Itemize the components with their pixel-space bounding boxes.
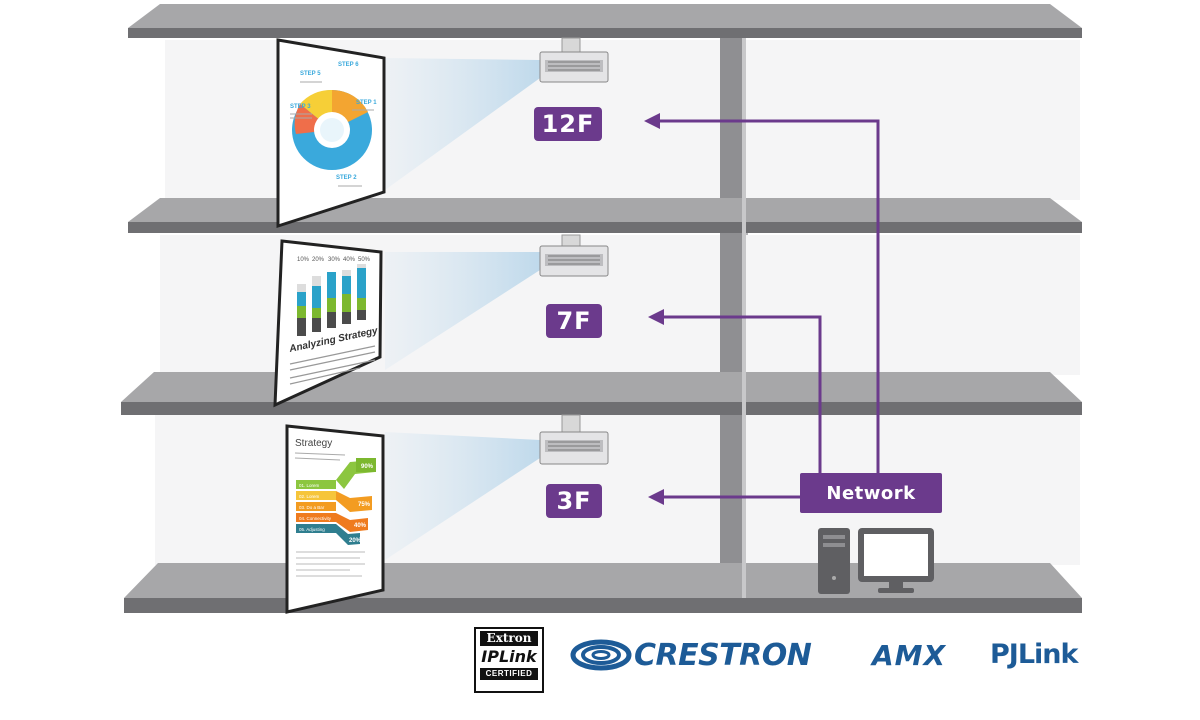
screen-3f: Strategy 90% 75% 40% 20% 01. Lorem 02. L… <box>285 424 385 614</box>
mini-bar-segment <box>342 294 351 312</box>
screen-12f: STEP 5 STEP 6 STEP 1 STEP 3 STEP 2 <box>276 38 386 229</box>
percent-label: 20% <box>312 257 325 263</box>
percent-label: 40% <box>354 523 367 529</box>
percent-label: 75% <box>358 502 371 508</box>
row-label: 03. Do a Bar <box>299 505 325 510</box>
mini-bar-segment <box>357 264 366 268</box>
projector-7f <box>539 234 609 277</box>
percent-label: 90% <box>361 464 374 470</box>
percent-label: 40% <box>343 257 356 263</box>
extron-iplink-logo: Extron IPLink CERTIFIED <box>474 627 544 693</box>
floor-label-3f: 3F <box>546 484 602 518</box>
crestron-logo: CRESTRON <box>634 638 812 673</box>
wall-segment <box>720 233 742 372</box>
mini-bar-segment <box>312 308 321 318</box>
mini-bar-segment <box>357 298 366 310</box>
row-label: 04. Connectivity <box>299 516 332 521</box>
wall-segment <box>720 38 742 198</box>
mini-bar-segment <box>342 312 351 324</box>
mini-bar-segment <box>312 276 321 286</box>
amx-logo: AMX <box>872 639 947 672</box>
connection-line-12f <box>656 119 880 473</box>
mini-bar-segment <box>312 286 321 308</box>
mini-bar-segment <box>312 318 321 332</box>
mini-bar-segment <box>297 292 306 306</box>
pjlink-logo: PJLink <box>990 639 1078 670</box>
monitor-icon <box>858 528 934 593</box>
percent-label: 30% <box>328 257 341 263</box>
step-label: STEP 3 <box>290 104 311 110</box>
certified-text: CERTIFIED <box>480 668 538 680</box>
mini-bar-segment <box>357 268 366 298</box>
computer-tower-icon <box>818 528 850 594</box>
network-node: Network <box>800 473 942 513</box>
projector-beam <box>385 252 540 370</box>
screen-title: Strategy <box>295 438 332 449</box>
iplink-text: IPLink <box>481 647 537 666</box>
slab-3f <box>124 563 1082 613</box>
arrowheads <box>644 113 664 505</box>
slab-7f <box>121 372 1082 415</box>
wall-segment <box>720 415 742 563</box>
mini-bar-segment <box>297 284 306 292</box>
projector-12f <box>539 37 609 83</box>
mini-bar-segment <box>327 298 336 312</box>
row-label: 05. Adjusting <box>299 527 325 532</box>
step-label: STEP 1 <box>356 100 377 106</box>
projector-beam <box>385 58 540 190</box>
mini-bar-segment <box>342 276 351 294</box>
mini-bar-segment <box>297 306 306 318</box>
arrow-3f-icon <box>648 489 664 505</box>
mini-bar-chart <box>297 264 366 336</box>
slab-roof <box>128 4 1082 38</box>
screen-7f: 10% 20% 30% 40% 50% Analyzing Strategy <box>273 239 383 408</box>
floor-label-12f: 12F <box>534 107 602 141</box>
percent-label: 50% <box>358 257 371 263</box>
connection-line-7f <box>660 315 822 473</box>
projector-beam <box>385 432 540 560</box>
network-lines <box>656 119 880 499</box>
step-label: STEP 6 <box>338 62 359 68</box>
row-label: 02. Lorem <box>299 494 320 499</box>
arrow-7f-icon <box>648 309 664 325</box>
step-label: STEP 2 <box>336 175 357 181</box>
percent-label: 20% <box>349 538 362 544</box>
mini-bar-segment <box>327 272 336 298</box>
row-label: 01. Lorem <box>299 483 320 488</box>
mini-bar-segment <box>297 318 306 336</box>
percent-label: 10% <box>297 257 310 263</box>
crestron-swirl-icon <box>570 639 632 671</box>
mini-bar-segment <box>342 270 351 276</box>
floor-label-7f: 7F <box>546 304 602 338</box>
mini-bar-segment <box>357 310 366 320</box>
slab-12f <box>128 198 1082 233</box>
mini-bar-segment <box>327 312 336 328</box>
projector-3f <box>539 414 609 465</box>
arrow-12f-icon <box>644 113 660 129</box>
extron-brand: Extron <box>480 631 538 646</box>
step-label: STEP 5 <box>300 71 321 77</box>
